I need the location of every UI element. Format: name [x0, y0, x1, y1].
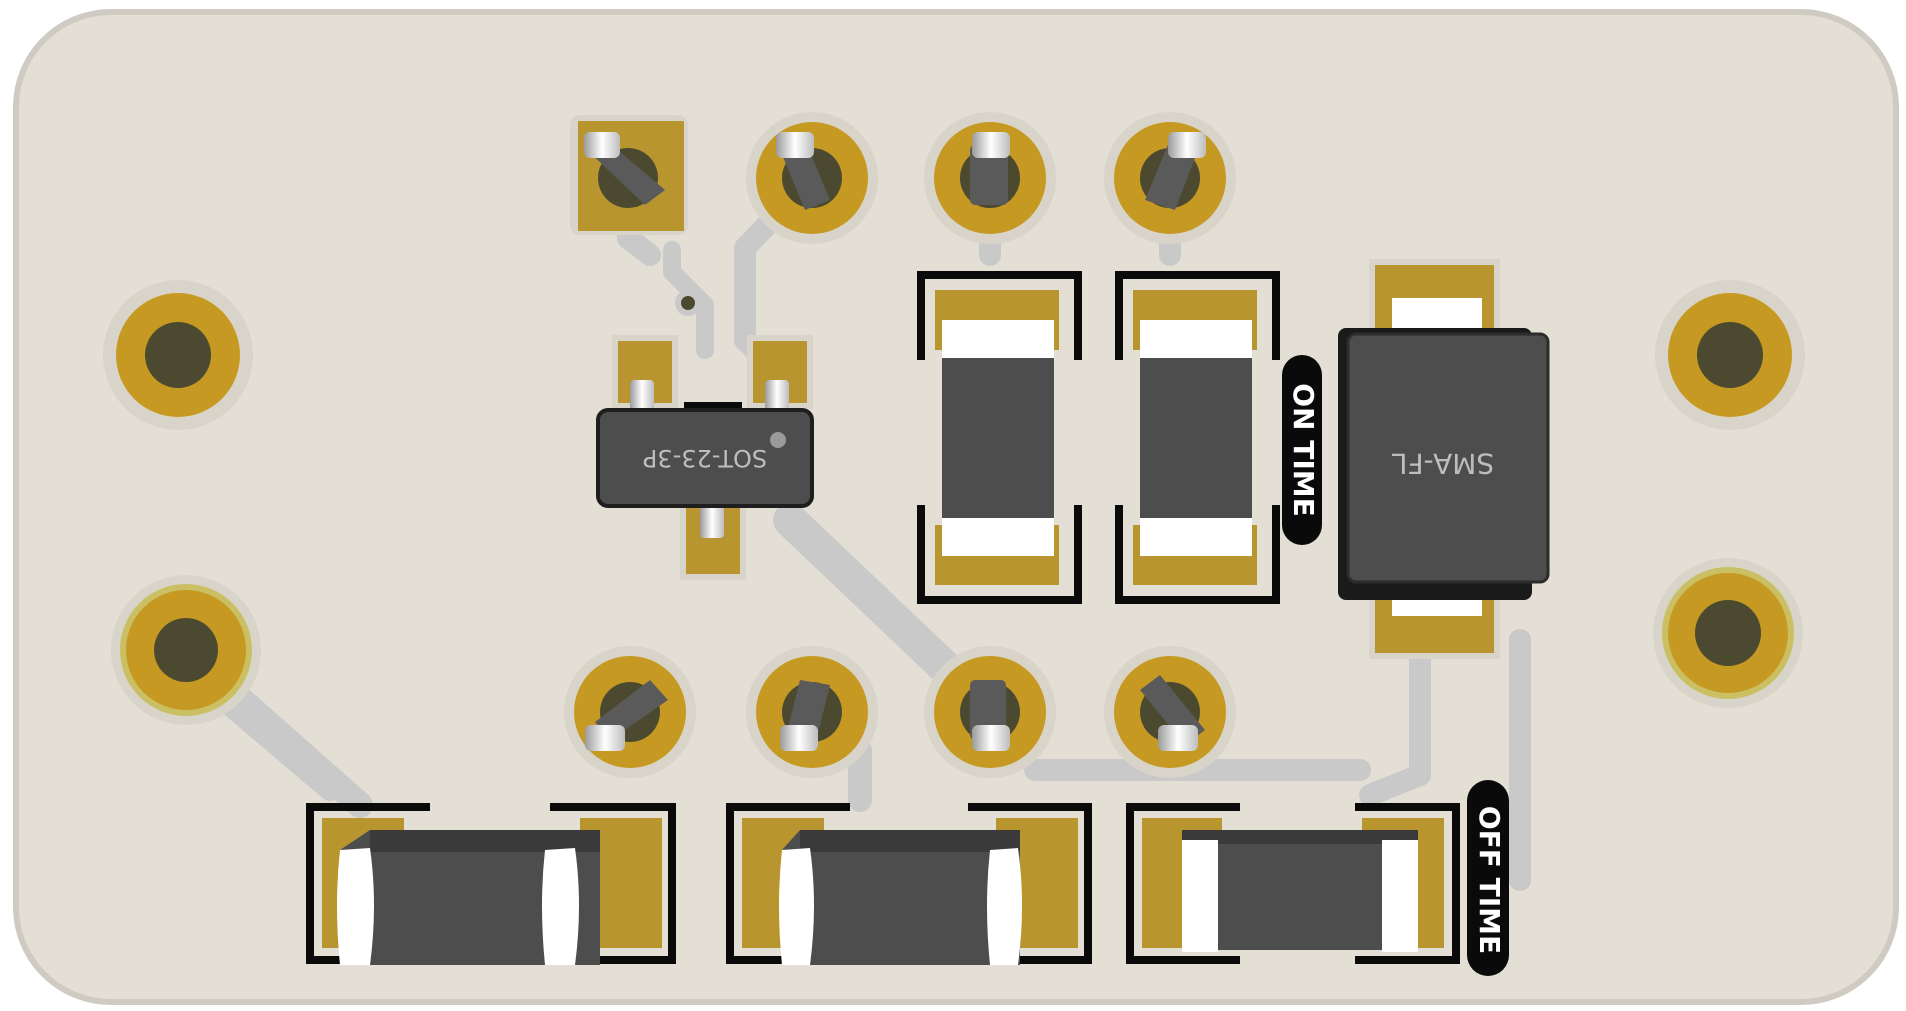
on-time-label: ON TIME — [1287, 383, 1320, 517]
off-time-label: OFF TIME — [1473, 806, 1506, 954]
trace-right-vertical — [1359, 629, 1431, 806]
cap-c1-body — [340, 830, 600, 965]
cap-c1-end-right — [542, 848, 579, 965]
pin-bottom-4 — [1140, 675, 1205, 751]
cap-c2-end-right — [987, 848, 1022, 965]
diode-package-label: SMA-FL — [1391, 447, 1494, 480]
resistor-r2-cap-top — [1140, 320, 1252, 358]
pin-top-4 — [1145, 132, 1206, 210]
resistor-r3-cap-right — [1382, 840, 1418, 952]
silk-outline-r1 — [917, 271, 1082, 604]
silk-outline-r3 — [1126, 803, 1460, 964]
cap-c2-body — [782, 830, 1020, 965]
off-time-label-bg — [1467, 780, 1509, 976]
cap-c1-end-left — [337, 848, 374, 965]
resistor-r2-body — [1140, 320, 1252, 555]
on-time-resistors: ON TIME — [917, 271, 1322, 604]
resistor-r3-body — [1182, 830, 1418, 950]
pin-top-2 — [776, 132, 830, 210]
pin1-marker — [770, 432, 786, 448]
resistor-r1-cap-top — [942, 320, 1054, 358]
resistor-r1-cap-bottom — [942, 518, 1054, 556]
cap-c2-end-left — [779, 848, 814, 965]
pin-bottom-3 — [970, 680, 1010, 751]
sot-package-label: SOT-23-3P — [643, 444, 767, 472]
sma-fl-diode: SMA-FL — [1338, 259, 1550, 659]
diode-body — [1346, 332, 1550, 584]
on-time-label-bg — [1282, 355, 1322, 545]
header-bottom-row — [564, 646, 1236, 778]
trace-pad-to-via — [663, 241, 714, 359]
resistor-r1-body — [942, 320, 1054, 555]
trace-left-mid — [219, 694, 341, 801]
pin-bottom-2 — [780, 680, 830, 751]
pin-top-3 — [970, 132, 1010, 205]
mounting-holes — [103, 280, 1805, 725]
pin-top-1 — [584, 132, 665, 205]
silk-outline-r2 — [1115, 271, 1280, 604]
bottom-components: OFF TIME — [306, 780, 1509, 976]
header-top-row — [570, 112, 1236, 244]
pin-bottom-1 — [585, 680, 668, 751]
resistor-r2-cap-bottom — [1140, 518, 1252, 556]
via — [675, 290, 701, 316]
sot23-transistor: SOT-23-3P — [596, 335, 814, 580]
resistor-r3-cap-left — [1182, 840, 1218, 952]
sot-body — [596, 408, 814, 508]
